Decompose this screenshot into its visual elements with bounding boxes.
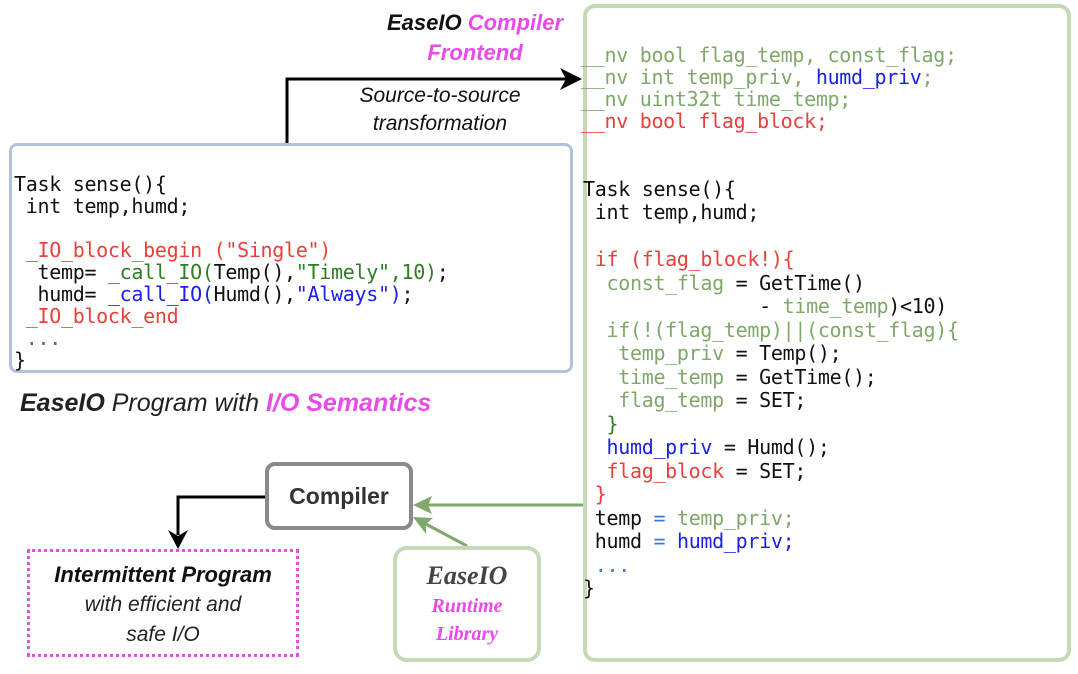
runtime-library-box: EaseIO Runtime Library (393, 546, 541, 662)
frontend-subtitle: Source-to-source transformation (300, 82, 580, 138)
code-line: Task sense(){ (583, 176, 736, 201)
code-line: } (583, 482, 607, 506)
code-line: __nv uint32t time_temp; (581, 87, 852, 111)
intermittent-sub2: safe I/O (126, 623, 200, 646)
transformed-code-block: Task sense(){ int temp,humd; if (flag_bl… (583, 154, 959, 624)
runtime-library: Library (435, 623, 499, 645)
runtime-runtime: Runtime (431, 595, 503, 617)
code-line: __nv int temp_priv, humd_priv; (581, 65, 934, 89)
code-line: if(!(flag_temp)||(const_flag){ (583, 317, 959, 342)
runtime-to-compiler-arrow (423, 521, 468, 548)
code-line: time_temp = GetTime(); (583, 364, 877, 389)
code-line: humd= _call_IO(Humd(),"Always"); (14, 282, 414, 306)
code-line: int temp,humd; (583, 200, 760, 224)
code-line: temp = temp_priv; (583, 505, 795, 530)
compiler-to-intermittent-arrow (176, 495, 265, 535)
code-line: temp= _call_IO(Temp(),"Timely",10); (14, 260, 449, 284)
nv-declarations: __nv bool flag_temp, const_flag; __nv in… (581, 22, 957, 154)
caption-io-semantics: I/O Semantics (265, 389, 432, 417)
frontend-title-easeio: EaseIO (386, 10, 462, 35)
frontend-subtitle-line1: Source-to-source (359, 84, 521, 107)
compiler-box: Compiler (265, 462, 413, 530)
code-line: ... (583, 552, 631, 577)
source-caption: EaseIO Program with I/O Semantics (20, 389, 560, 418)
frontend-title-compiler: Compiler (467, 10, 564, 35)
code-line: } (583, 411, 619, 436)
intermittent-sub1: with efficient and (84, 593, 242, 616)
frontend-arrowhead (560, 68, 582, 90)
code-line: __nv bool flag_temp, const_flag; (581, 43, 957, 67)
caption-easeio: EaseIO (20, 389, 105, 417)
frontend-subtitle-line2: transformation (372, 112, 508, 135)
source-code-block: Task sense(){ int temp,humd; _IO_block_b… (14, 151, 449, 393)
frontend-arrow (285, 77, 570, 143)
code-line: int temp,humd; (14, 194, 191, 218)
transformed-program-box: __nv bool flag_temp, const_flag; __nv in… (581, 4, 1071, 662)
code-line: _IO_block_begin ("Single") (14, 238, 332, 262)
caption-program-with: Program with (111, 389, 259, 417)
intermittent-title: Intermittent Program (54, 562, 272, 587)
code-line: flag_temp = SET; (583, 388, 807, 412)
code-line: temp_priv = Temp(); (583, 341, 842, 365)
compiler-label: Compiler (289, 482, 389, 509)
code-line: const_flag = GetTime() (583, 270, 865, 295)
code-line: humd_priv = Humd(); (583, 435, 830, 459)
frontend-title: EaseIO Compiler Frontend (370, 8, 580, 68)
code-line: if (flag_block!){ (583, 247, 795, 271)
frontend-title-frontend: Frontend (427, 40, 523, 65)
code-line: _IO_block_end (14, 304, 179, 328)
code-line: __nv bool flag_block; (581, 109, 828, 133)
code-line: - time_temp)<10) (583, 294, 947, 318)
code-line: Task sense(){ (14, 172, 167, 196)
runtime-easeio: EaseIO (426, 561, 508, 590)
code-line: } (583, 576, 595, 600)
code-line: humd = humd_priv; (583, 529, 795, 553)
code-line: flag_block = SET; (583, 458, 807, 483)
source-program-box: Task sense(){ int temp,humd; _IO_block_b… (9, 143, 573, 373)
code-line: ... (14, 326, 62, 350)
code-line: } (14, 348, 26, 372)
intermittent-program-box: Intermittent Program with efficient and … (27, 549, 299, 657)
